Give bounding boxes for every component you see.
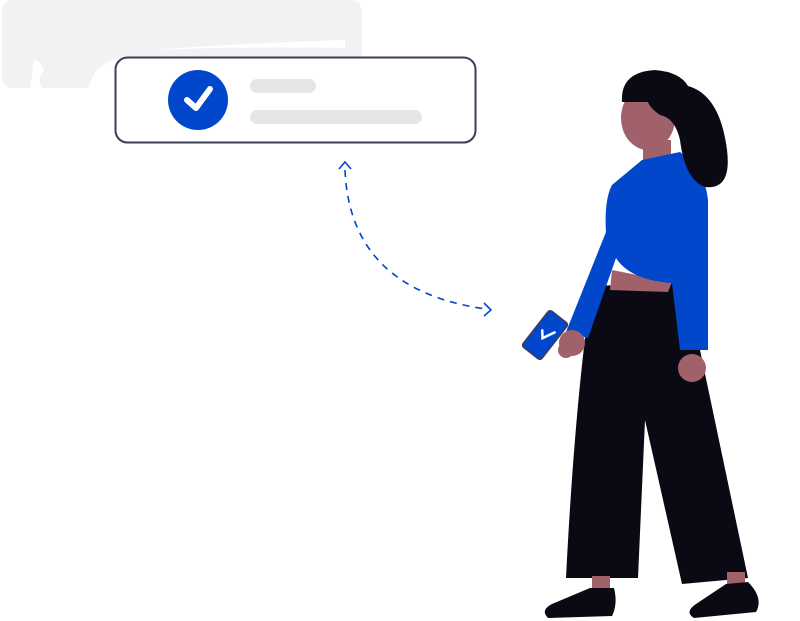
left-shoe	[544, 588, 616, 618]
check-icon	[541, 329, 556, 341]
hair	[621, 70, 728, 188]
notification-card	[114, 56, 477, 144]
background-shape	[2, 0, 362, 88]
phone	[521, 309, 569, 361]
placeholder-line-long	[250, 110, 422, 124]
dashed-arrow	[338, 160, 493, 317]
shirt	[566, 152, 708, 350]
placeholder-line-short	[250, 79, 316, 93]
woman-figure	[521, 70, 759, 618]
check-circle-icon	[168, 70, 228, 130]
right-shoe	[689, 582, 759, 618]
